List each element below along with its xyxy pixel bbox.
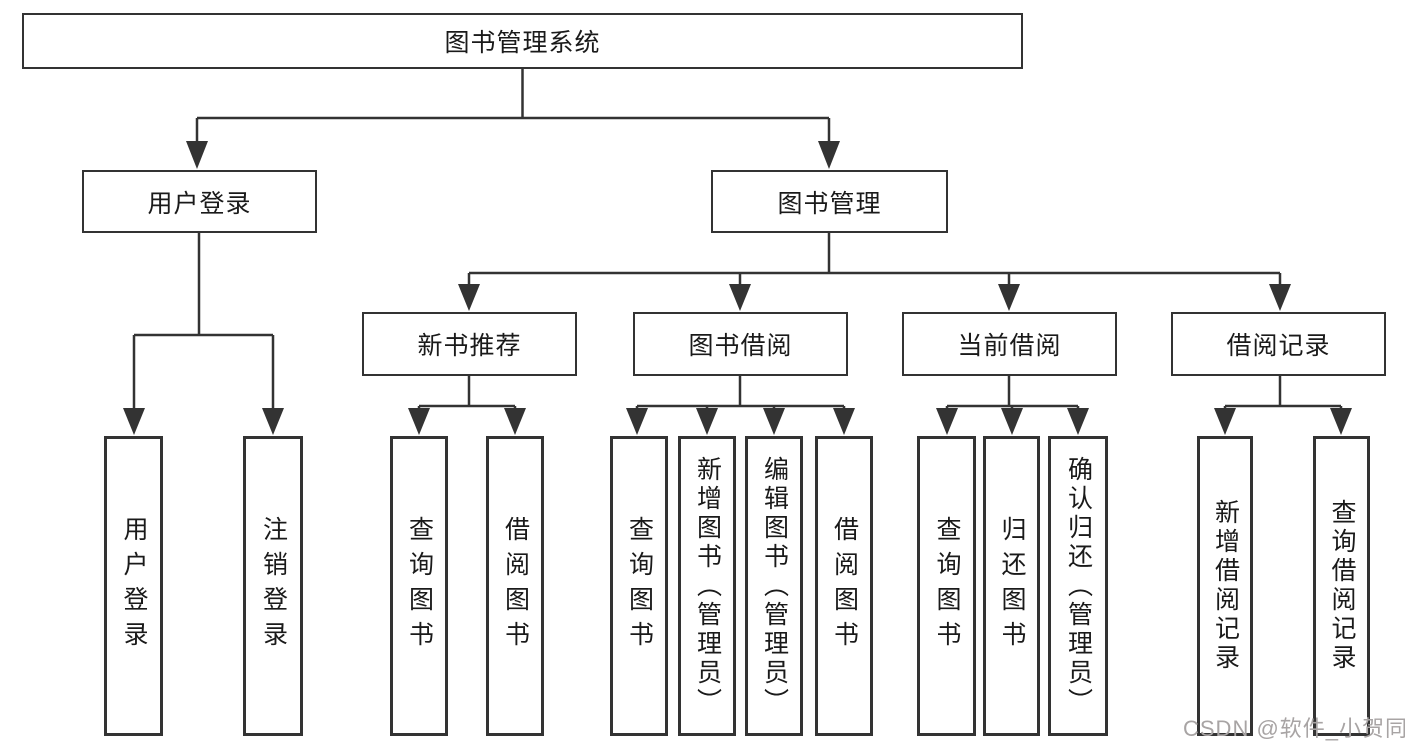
node-label: 图书借阅 bbox=[688, 332, 793, 360]
node-new-book-rec: 新书推荐 bbox=[362, 312, 577, 376]
node-borrow-record: 借阅记录 bbox=[1171, 312, 1386, 376]
leaf-label: 注销登录 bbox=[259, 516, 288, 656]
leaf-borrow-books-recommend: 借阅图书 bbox=[486, 436, 544, 736]
leaf-label: 查询图书 bbox=[933, 516, 961, 656]
watermark: CSDN @软件_小贺同学 bbox=[1183, 716, 1405, 741]
connector-user-login bbox=[132, 233, 275, 408]
leaf-borrow-books: 借阅图书 bbox=[815, 436, 873, 736]
leaf-label: 查询借阅记录 bbox=[1328, 499, 1356, 673]
leaf-return-books: 归还图书 bbox=[983, 436, 1040, 736]
leaf-label: 查询图书 bbox=[625, 516, 654, 656]
leaf-confirm-return-admin: 确认归还（管理员） bbox=[1048, 436, 1108, 736]
leaf-query-books-recommend: 查询图书 bbox=[390, 436, 448, 736]
arrowheads bbox=[123, 141, 1352, 435]
leaf-label: 借阅图书 bbox=[830, 516, 859, 656]
node-book-mgmt: 图书管理 bbox=[711, 170, 948, 233]
node-root-label: 图书管理系统 bbox=[444, 29, 601, 57]
node-current-borrow: 当前借阅 bbox=[902, 312, 1117, 376]
node-label: 图书管理 bbox=[777, 189, 882, 218]
connector-current-borrow bbox=[945, 376, 1080, 410]
leaf-query-books-current: 查询图书 bbox=[917, 436, 976, 736]
connector-new-book-rec bbox=[417, 376, 517, 410]
leaf-label: 查询图书 bbox=[405, 516, 434, 656]
leaf-logout: 注销登录 bbox=[243, 436, 303, 736]
connector-root bbox=[195, 69, 831, 142]
leaf-label: 用户登录 bbox=[120, 516, 148, 656]
leaf-query-borrow-record: 查询借阅记录 bbox=[1313, 436, 1370, 736]
leaf-add-borrow-record: 新增借阅记录 bbox=[1197, 436, 1253, 736]
node-root: 图书管理系统 bbox=[22, 13, 1023, 69]
node-label: 借阅记录 bbox=[1226, 332, 1331, 360]
leaf-label: 新增图书（管理员） bbox=[693, 455, 722, 717]
node-book-borrow: 图书借阅 bbox=[633, 312, 848, 376]
node-label: 新书推荐 bbox=[417, 332, 522, 360]
leaf-add-books-admin: 新增图书（管理员） bbox=[678, 436, 736, 736]
leaf-label: 归还图书 bbox=[998, 516, 1026, 656]
leaf-label: 借阅图书 bbox=[501, 516, 530, 656]
leaf-label: 新增借阅记录 bbox=[1211, 499, 1240, 673]
node-label: 用户登录 bbox=[147, 189, 252, 218]
leaf-user-login: 用户登录 bbox=[104, 436, 163, 736]
leaf-edit-books-admin: 编辑图书（管理员） bbox=[745, 436, 803, 736]
leaf-label: 编辑图书（管理员） bbox=[760, 455, 789, 717]
node-label: 当前借阅 bbox=[957, 332, 1062, 360]
connector-book-borrow bbox=[635, 376, 846, 410]
connector-borrow-record bbox=[1223, 376, 1343, 410]
leaf-label: 确认归还（管理员） bbox=[1064, 455, 1093, 717]
node-user-login: 用户登录 bbox=[82, 170, 317, 233]
leaf-query-books-borrow: 查询图书 bbox=[610, 436, 668, 736]
connector-book-mgmt bbox=[467, 233, 1282, 284]
